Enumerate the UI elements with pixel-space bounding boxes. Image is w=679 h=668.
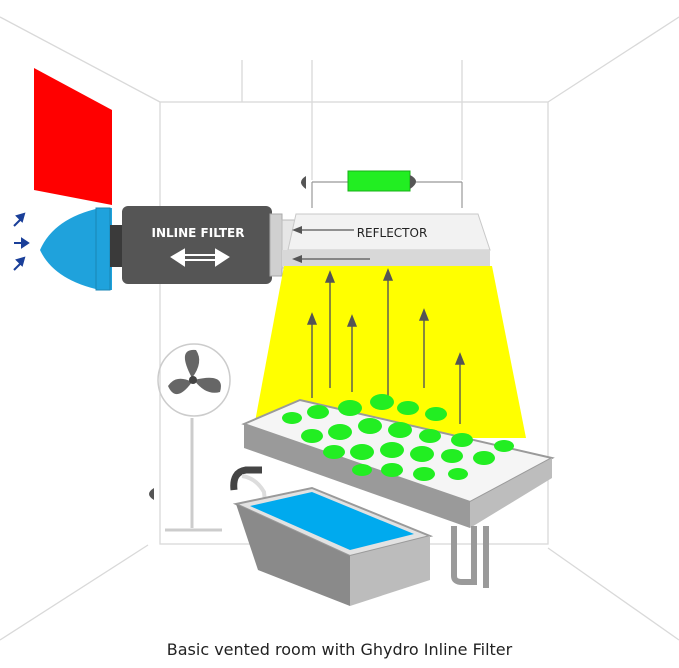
- light-beam: [252, 266, 526, 438]
- air-flow-arrow-icon: [170, 248, 230, 267]
- drain-hose: [230, 466, 262, 491]
- exhaust-arrows-icon: [13, 212, 30, 271]
- diagram-caption: Basic vented room with Ghydro Inline Fil…: [166, 640, 513, 659]
- drain-hose-end: [241, 474, 270, 533]
- oscillating-fan-icon: [157, 343, 231, 532]
- reflector-label: REFLECTOR: [357, 226, 428, 240]
- plants: [282, 394, 514, 481]
- reflector-hood: REFLECTOR: [282, 213, 491, 266]
- wall-outlet-icon: [149, 488, 154, 500]
- water-reservoir: [232, 486, 434, 606]
- exhaust-fan: [40, 207, 124, 291]
- ballast-unit: [301, 170, 463, 208]
- intake-vent: [34, 68, 112, 205]
- timer-device-icon: [301, 176, 306, 189]
- inline-filter-label: INLINE FILTER: [152, 226, 245, 240]
- inline-filter: INLINE FILTER: [122, 206, 283, 284]
- heat-arrows: [306, 268, 466, 424]
